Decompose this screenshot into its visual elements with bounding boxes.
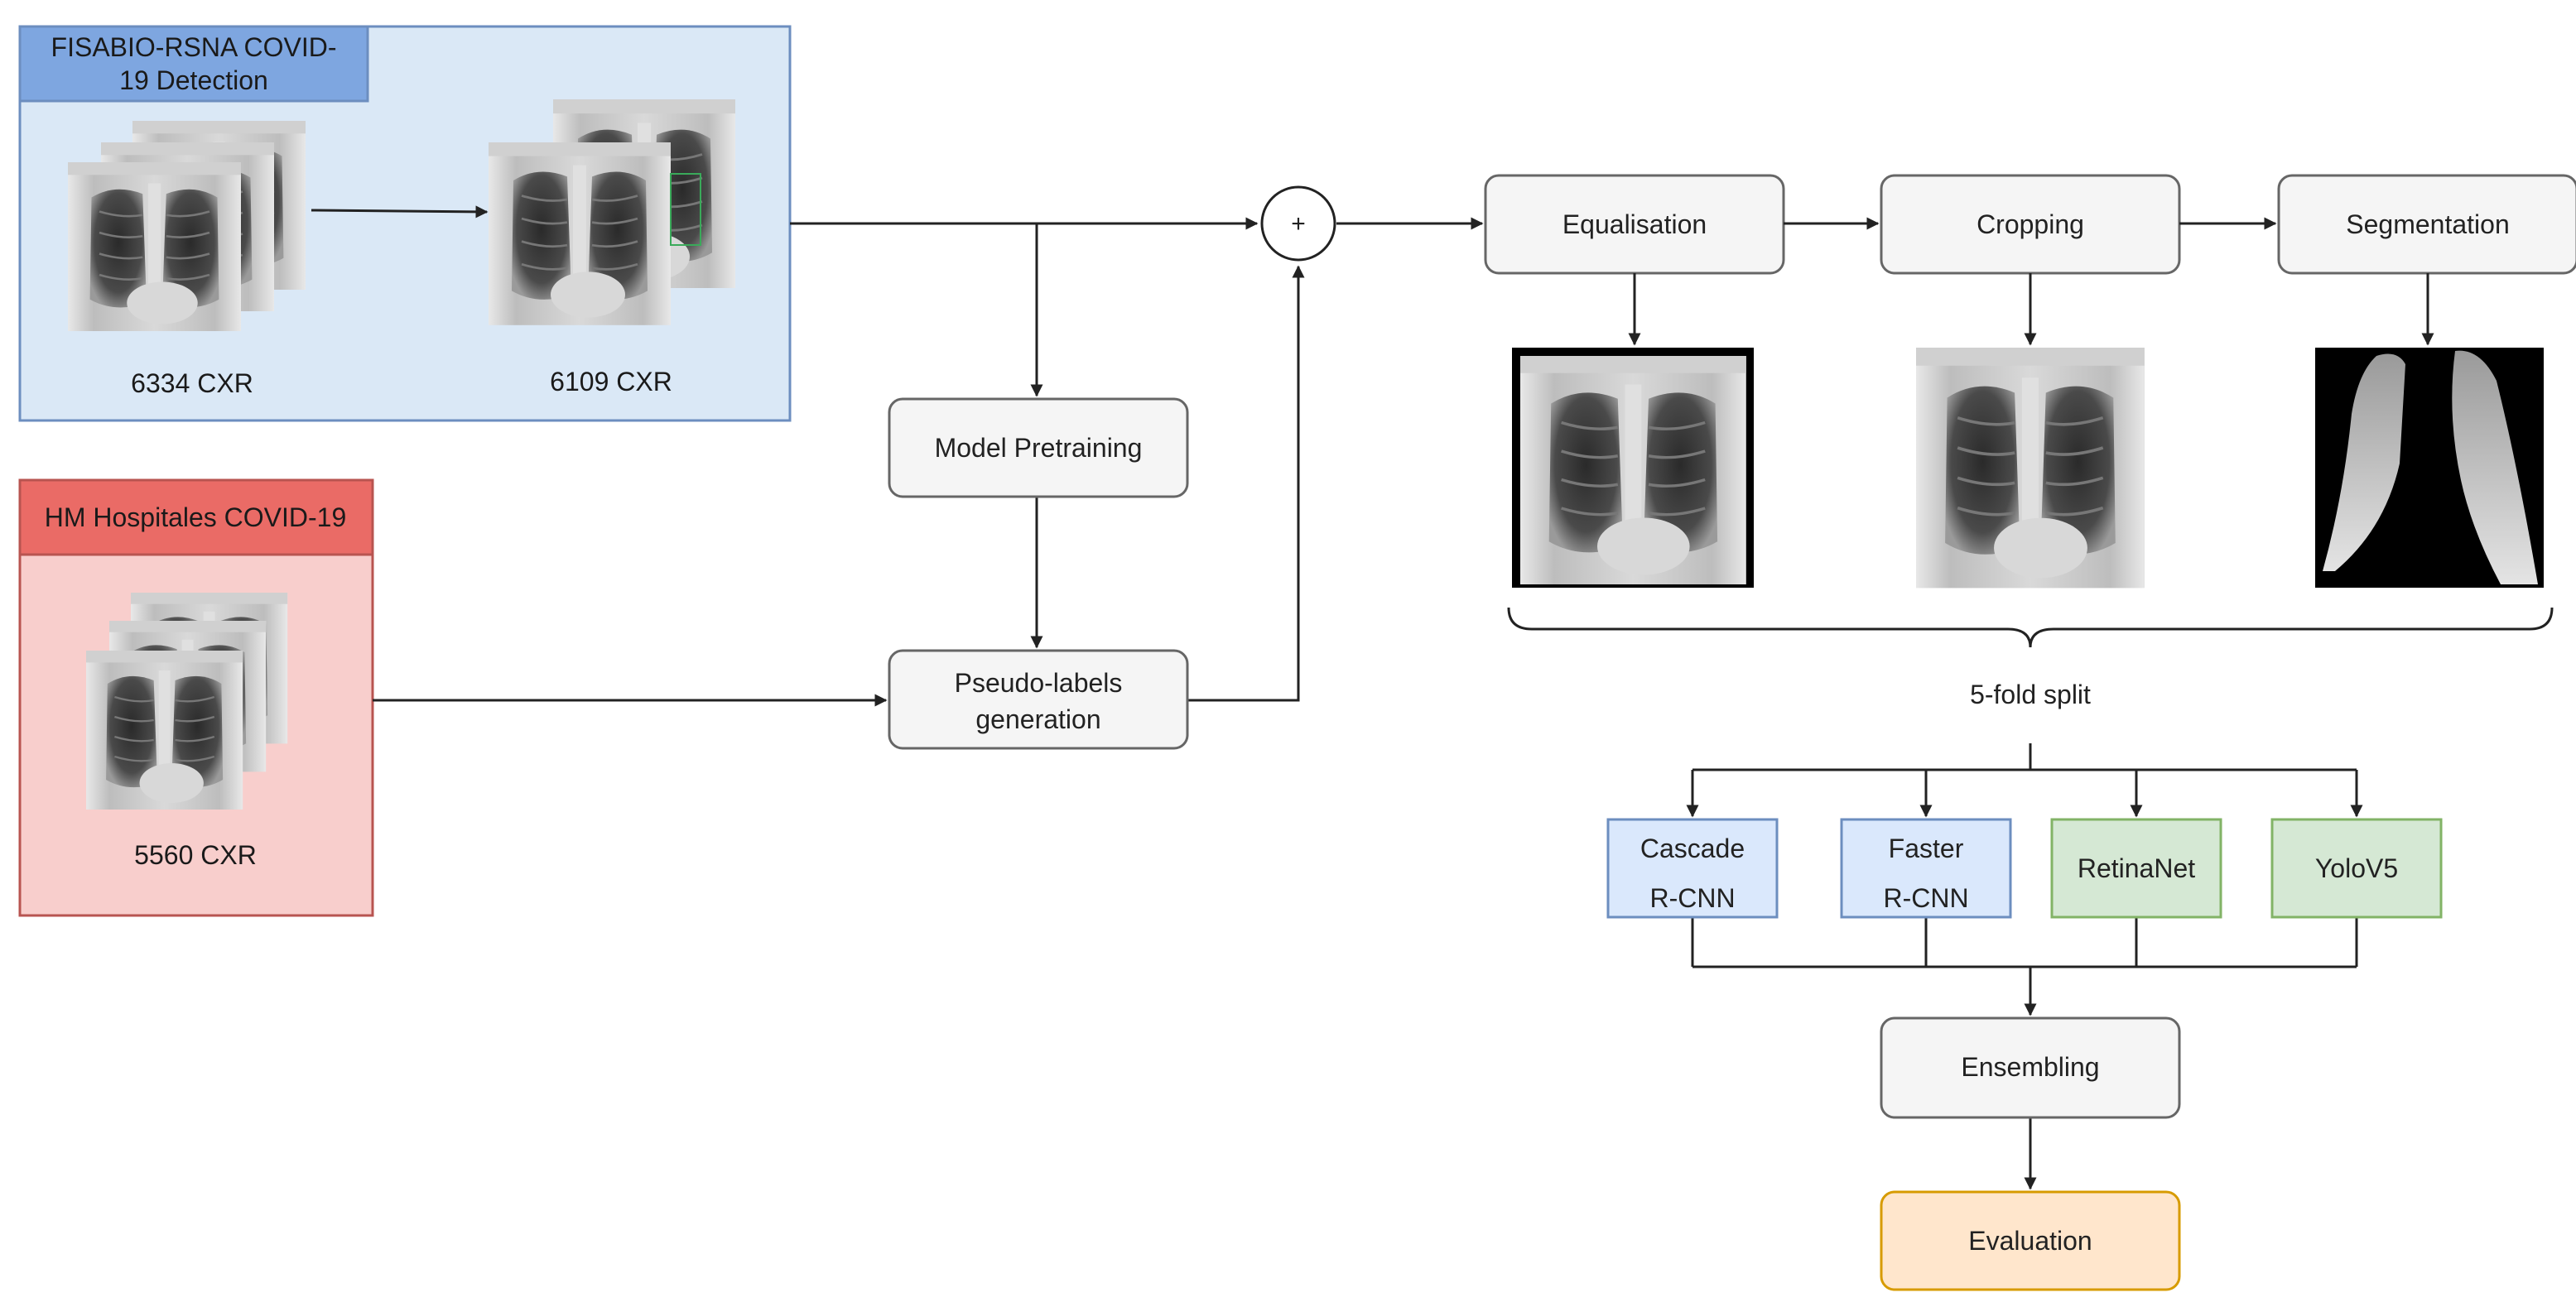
yolov5-label: YoloV5 xyxy=(2315,853,2398,883)
segmentation-label: Segmentation xyxy=(2346,209,2509,239)
model-pretraining-box: Model Pretraining xyxy=(888,397,1189,498)
pseudo-labels-line1: Pseudo-labels xyxy=(955,668,1123,698)
evaluation-box: Evaluation xyxy=(1880,1190,2181,1291)
hm-dataset-panel: HM Hospitales COVID-19 5560 CXR xyxy=(18,478,374,917)
fisabio-title-line1: FISABIO-RSNA COVID- xyxy=(51,32,337,62)
merge-symbol: + xyxy=(1291,210,1306,238)
retinanet-label: RetinaNet xyxy=(2078,853,2195,883)
evaluation-label: Evaluation xyxy=(1968,1226,2092,1256)
cascade-rcnn-box: Cascade R-CNN xyxy=(1606,818,1779,919)
equalisation-label: Equalisation xyxy=(1562,209,1707,239)
fisabio-raw-count: 6334 CXR xyxy=(131,368,253,398)
merge-node: + xyxy=(1260,185,1336,262)
filtered-xray-stack-image xyxy=(487,98,737,327)
split-label: 5-fold split xyxy=(1970,680,2091,709)
yolov5-box: YoloV5 xyxy=(2270,818,2443,919)
preprocessing-row: Equalisation Cropping Segmentation xyxy=(1484,174,2576,346)
hm-count: 5560 CXR xyxy=(134,840,257,870)
cascade-line2: R-CNN xyxy=(1649,883,1735,913)
pseudo-labels-line2: generation xyxy=(975,704,1100,734)
faster-line1: Faster xyxy=(1889,834,1964,863)
ensembling-box: Ensembling xyxy=(1880,1016,2181,1119)
equalised-xray-image xyxy=(1512,348,1754,588)
raw-xray-stack-image xyxy=(66,119,307,333)
split-brace xyxy=(1507,607,2554,648)
fisabio-dataset-panel: FISABIO-RSNA COVID- 19 Detection 6334 CX… xyxy=(18,25,792,422)
pseudo-labels-box: Pseudo-labels generation xyxy=(888,649,1189,750)
faster-line2: R-CNN xyxy=(1883,883,1968,913)
fisabio-filtered-count: 6109 CXR xyxy=(550,367,672,396)
segmented-lungs-image xyxy=(2315,348,2544,588)
cascade-line1: Cascade xyxy=(1640,834,1745,863)
ensembling-label: Ensembling xyxy=(1961,1052,2099,1082)
cropped-xray-image xyxy=(1914,346,2146,590)
faster-rcnn-box: Faster R-CNN xyxy=(1840,818,2012,919)
model-pretraining-label: Model Pretraining xyxy=(935,433,1143,463)
fisabio-title-line2: 19 Detection xyxy=(119,65,268,95)
cropping-label: Cropping xyxy=(1977,209,2084,239)
hm-title: HM Hospitales COVID-19 xyxy=(45,502,347,532)
model-branch-connectors xyxy=(1686,743,2363,1190)
retinanet-box: RetinaNet xyxy=(2050,818,2222,919)
connector-lines xyxy=(373,217,1484,707)
